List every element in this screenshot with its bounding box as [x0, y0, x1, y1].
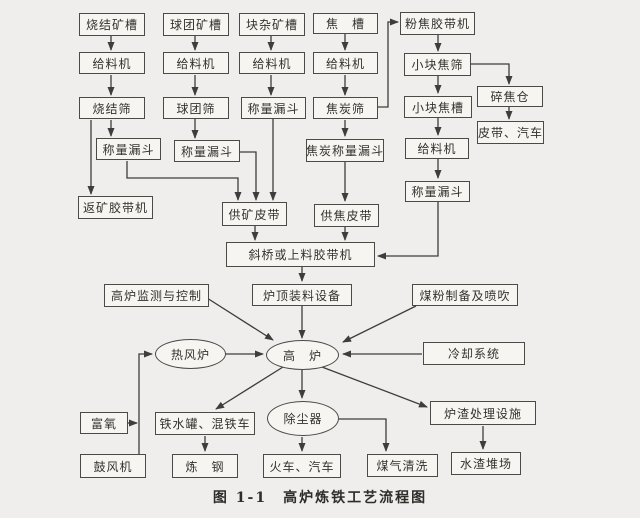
- node-feeder-coke: 给料机: [313, 52, 378, 74]
- node-fine-coke-belt-conveyor: 粉焦胶带机: [400, 12, 475, 35]
- node-return-ore-belt-conveyor: 返矿胶带机: [78, 196, 153, 219]
- node-top-charging-equipment: 炉顶装料设备: [252, 284, 352, 306]
- node-incline-bridge-or-charging-belt: 斜桥或上料胶带机: [226, 242, 375, 267]
- node-hot-blast-stove: 热风炉: [155, 339, 226, 369]
- node-sinter-screen: 烧结筛: [79, 97, 145, 119]
- node-dust-collector: 除尘器: [267, 401, 339, 436]
- node-pellet-ore-bin: 球团矿槽: [163, 13, 229, 36]
- node-weighing-hopper-sinter: 称量漏斗: [96, 138, 161, 160]
- node-hot-metal-ladle-mixer-car: 铁水罐、混铁车: [155, 412, 255, 435]
- node-small-coke-bin: 小块焦槽: [404, 96, 472, 118]
- node-ore-supply-belt: 供矿皮带: [222, 202, 287, 226]
- node-bf-monitoring-control: 高炉监测与控制: [104, 284, 209, 307]
- node-coal-prep-injection: 煤粉制备及喷吹: [412, 284, 518, 306]
- node-blast-furnace: 高 炉: [266, 340, 339, 370]
- node-belt-truck: 皮带、汽车: [477, 121, 544, 144]
- node-feeder-sinter: 给料机: [79, 52, 145, 74]
- node-feeder-small-coke: 给料机: [405, 138, 469, 159]
- node-steelmaking: 炼 钢: [172, 454, 238, 478]
- node-oxygen-enrichment: 富氧: [80, 412, 128, 434]
- figure-caption: 图 1-1 高炉炼铁工艺流程图: [212, 490, 428, 506]
- node-weighing-hopper-pellet: 称量漏斗: [174, 140, 240, 162]
- node-crushed-coke-bunker: 碎焦仓: [477, 86, 543, 107]
- node-granulated-slag-yard: 水渣堆场: [451, 452, 521, 475]
- node-weighing-hopper-small-coke: 称量漏斗: [405, 181, 470, 202]
- node-slag-treatment-facility: 炉渣处理设施: [430, 401, 536, 425]
- node-coke-screen: 焦炭筛: [313, 97, 378, 119]
- node-small-coke-screen: 小块焦筛: [404, 53, 471, 76]
- node-feeder-lump: 给料机: [239, 52, 305, 74]
- node-feeder-pellet: 给料机: [163, 52, 229, 74]
- node-blower: 鼓风机: [80, 454, 146, 478]
- node-coke-bin: 焦 槽: [313, 13, 378, 34]
- node-pellet-screen: 球团筛: [163, 97, 229, 119]
- node-lump-ore-bin: 块杂矿槽: [239, 13, 305, 36]
- node-gas-cleaning: 煤气清洗: [367, 454, 438, 477]
- node-weighing-hopper-lump: 称量漏斗: [241, 97, 306, 119]
- node-coke-weighing-hopper: 焦炭称量漏斗: [306, 139, 384, 162]
- node-train-truck: 火车、汽车: [263, 454, 341, 478]
- node-coke-supply-belt: 供焦皮带: [314, 204, 379, 227]
- node-cooling-system: 冷却系统: [423, 342, 525, 365]
- node-sinter-ore-bin: 烧结矿槽: [79, 13, 145, 36]
